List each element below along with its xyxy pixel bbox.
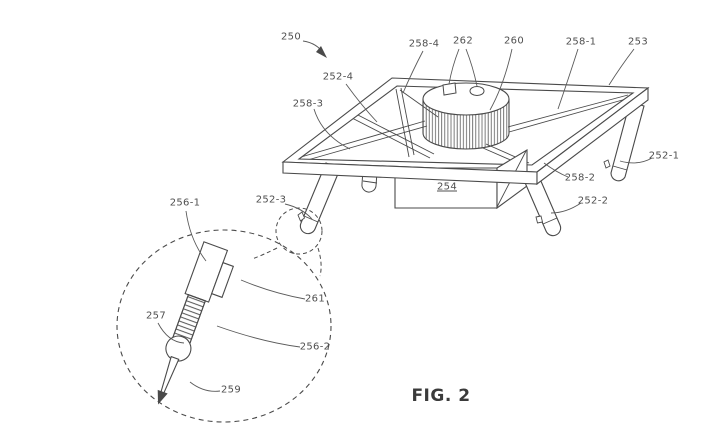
ref-label-256-1: 256-1 (169, 197, 201, 209)
ref-label-253: 253 (628, 36, 648, 48)
ref-label-256-2: 256-2 (299, 341, 331, 353)
ref-label-258-4: 258-4 (408, 38, 440, 50)
leader-252-2 (550, 202, 582, 214)
cylinder-top-square-port (442, 82, 457, 96)
ref-label-258-1: 258-1 (565, 36, 597, 48)
leader-260 (489, 48, 513, 111)
leader-262-a (448, 48, 460, 85)
cylinder-top-oval-port (469, 86, 485, 96)
probe-needle-arrowhead (157, 389, 168, 405)
leader-250-arrowhead (316, 46, 327, 58)
probe-assembly (157, 241, 235, 405)
detail-callout (116, 207, 332, 423)
leader-252-3 (284, 203, 313, 220)
cylinder-body-outline (422, 99, 510, 150)
ref-label-254: 254 (437, 181, 457, 193)
leader-252-1 (619, 157, 653, 164)
callout-connector-left (251, 247, 278, 260)
leader-258-3 (313, 108, 351, 150)
leg-right-clip (603, 159, 611, 169)
leader-252-4 (345, 83, 378, 123)
probe-needle (160, 355, 180, 394)
figure-caption: FIG. 2 (411, 386, 471, 406)
leader-256-1 (185, 210, 207, 262)
center-cylinder (422, 82, 510, 150)
leg-front-right-clip (535, 215, 544, 224)
leader-258-2 (543, 162, 569, 178)
landing-legs (297, 101, 645, 237)
ref-label-261: 261 (305, 293, 325, 305)
foot-highlight-circle (275, 207, 323, 255)
ref-label-252-4: 252-4 (322, 71, 354, 83)
leg-front-left-clip (297, 211, 306, 222)
leader-257 (157, 322, 185, 344)
leg-front-left (297, 162, 341, 235)
leader-259 (189, 381, 221, 392)
ref-label-250: 250 (281, 31, 301, 43)
frame-rail-faces (282, 86, 649, 186)
ref-label-258-3: 258-3 (292, 98, 324, 110)
ref-label-252-3: 252-3 (255, 194, 287, 206)
leader-256-2 (216, 325, 301, 348)
ref-label-252-2: 252-2 (577, 195, 609, 207)
leader-lines (157, 40, 653, 392)
ref-label-258-2: 258-2 (564, 172, 596, 184)
probe-side-block (210, 261, 235, 299)
leader-253 (608, 48, 635, 86)
ref-label-260: 260 (504, 35, 524, 47)
leader-258-4 (402, 50, 424, 94)
leader-261 (240, 279, 306, 300)
ref-label-259: 259 (221, 384, 241, 396)
ref-label-262: 262 (453, 35, 473, 47)
magnified-view-circle (116, 229, 332, 423)
leader-262-b (465, 48, 478, 87)
ref-label-257: 257 (146, 310, 166, 322)
ref-label-252-1: 252-1 (648, 150, 680, 162)
callout-connector-right (317, 247, 322, 277)
leg-front-right (522, 171, 562, 237)
leg-right (603, 101, 645, 182)
leader-258-1 (557, 48, 579, 110)
